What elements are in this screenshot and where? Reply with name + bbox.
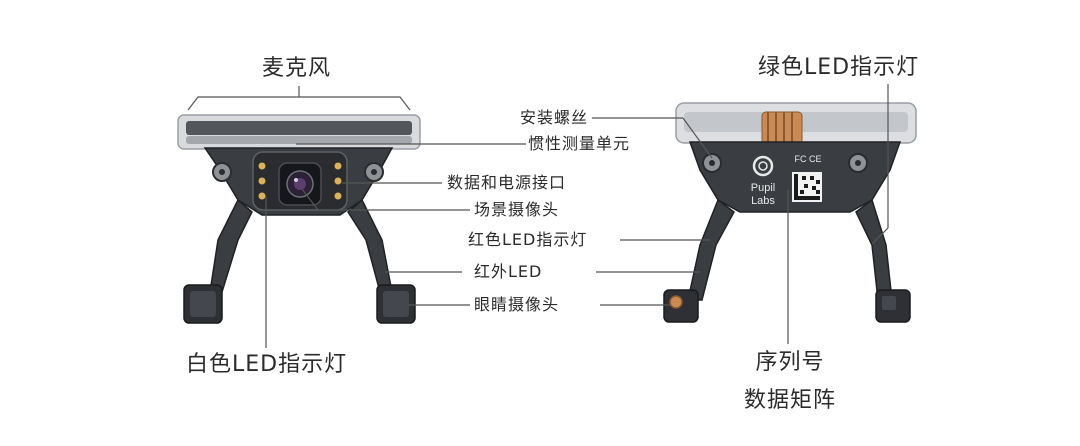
front-device <box>177 114 421 324</box>
brand-line1: Pupil <box>751 182 775 194</box>
label-mount-screw: 安装螺丝 <box>520 108 589 127</box>
label-ir-led: 红外LED <box>474 262 543 281</box>
label-imu: 惯性测量单元 <box>528 134 631 153</box>
back-device: Pupil Labs FC CE <box>663 102 917 323</box>
label-microphone: 麦克风 <box>262 56 332 81</box>
label-scene-camera: 场景摄像头 <box>474 200 560 219</box>
white-led-pins <box>258 162 342 200</box>
leader-lines <box>187 84 889 348</box>
label-serial-line1: 序列号 <box>755 350 825 375</box>
brand-line2: Labs <box>751 195 775 207</box>
label-green-led: 绿色LED指示灯 <box>758 55 920 80</box>
green-led-leader-b <box>871 227 889 245</box>
scene-camera-leader-a <box>301 188 319 211</box>
mount-screw-leader-diag <box>682 117 713 159</box>
certification-mark: FC CE <box>795 154 822 164</box>
label-serial-line2: 数据矩阵 <box>743 388 836 413</box>
label-white-led: 白色LED指示灯 <box>186 352 348 377</box>
microphone-bracket <box>187 96 411 111</box>
label-data-power-port: 数据和电源接口 <box>447 173 567 192</box>
label-eye-camera: 眼睛摄像头 <box>474 295 560 314</box>
label-red-led: 红色LED指示灯 <box>468 230 588 249</box>
serial-data-matrix <box>792 172 822 202</box>
